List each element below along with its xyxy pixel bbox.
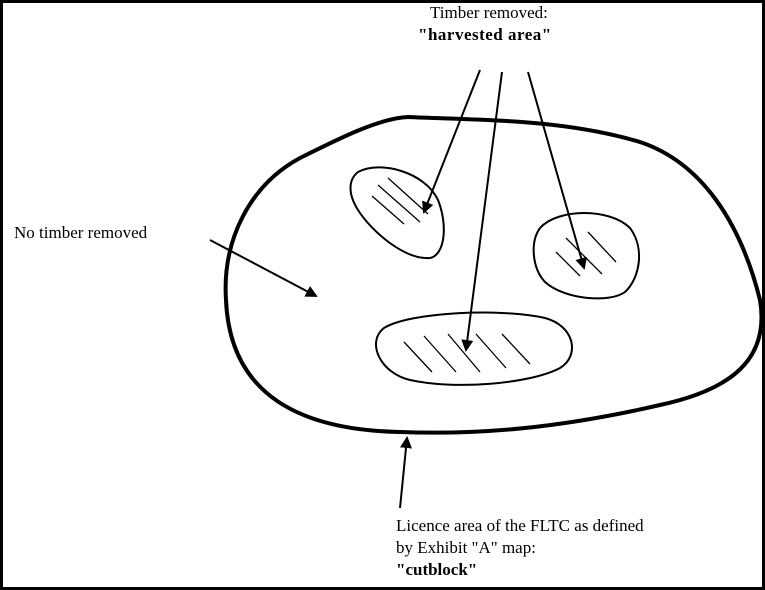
- no-timber-removed-label: No timber removed: [14, 223, 148, 242]
- licence-label-line-2: by Exhibit "A" map:: [396, 538, 536, 557]
- arrow-to-harvest-top-left: [422, 69, 481, 214]
- timber-removed-title: Timber removed:: [430, 3, 548, 22]
- arrow-to-harvest-bottom: [461, 71, 503, 352]
- harvested-area-bottom: [375, 311, 573, 386]
- arrow-to-no-timber-area: [209, 239, 318, 297]
- hatching-lines: [371, 177, 429, 225]
- hatching-lines: [403, 333, 531, 373]
- harvested-area-top-left: [349, 166, 445, 260]
- arrow-to-harvest-right: [527, 71, 588, 270]
- timber-removed-label: Timber removed: "harvested area": [418, 2, 630, 46]
- hatching-lines: [555, 231, 617, 277]
- harvested-area-right: [532, 212, 641, 300]
- harvested-area-term: "harvested area": [418, 25, 552, 44]
- licence-label-line-1: Licence area of the FLTC as defined: [396, 516, 644, 535]
- licence-area-label: Licence area of the FLTC as defined by E…: [396, 515, 644, 581]
- licence-area-outline: [223, 114, 764, 435]
- cutblock-term: "cutblock": [396, 560, 478, 579]
- arrow-to-licence-outline: [399, 436, 412, 509]
